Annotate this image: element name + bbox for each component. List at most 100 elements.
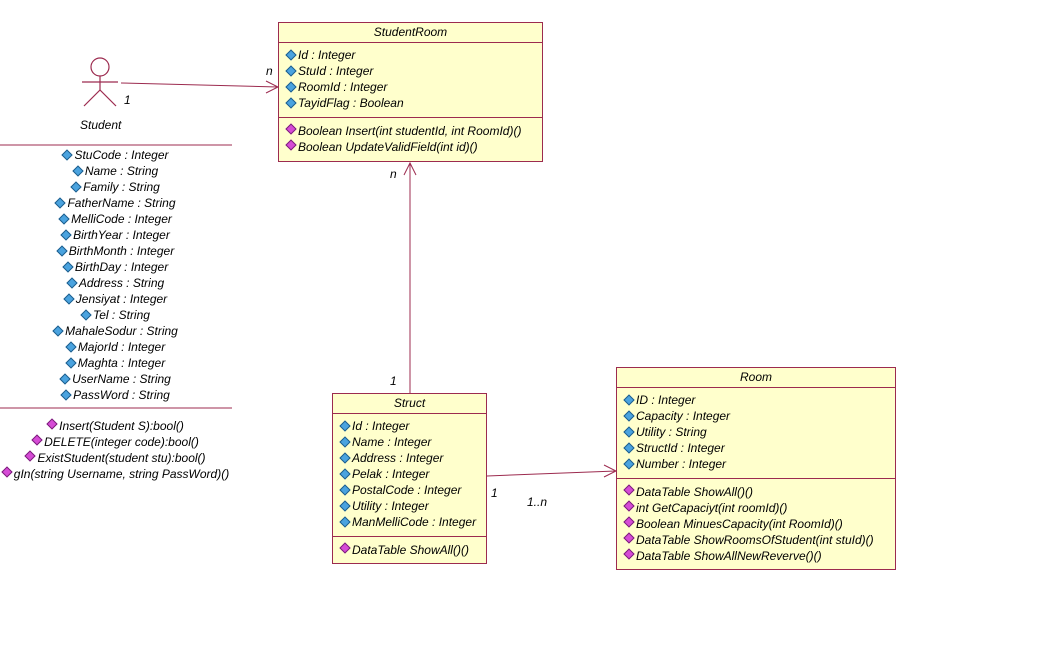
attribute-row-text: Address : String <box>78 276 165 290</box>
mult-student-end: 1 <box>124 93 131 107</box>
operation-row[interactable]: DELETE(integer code):bool() <box>0 434 232 450</box>
attribute-row-text: Utility : Integer <box>352 499 429 513</box>
operation-icon <box>623 500 635 512</box>
operation-row-text: DELETE(integer code):bool() <box>44 435 199 449</box>
operation-row[interactable]: gIn(string Username, string PassWord)() <box>0 466 232 482</box>
attribute-row[interactable]: Jensiyat : Integer <box>0 291 232 307</box>
attribute-row[interactable]: Address : String <box>0 275 232 291</box>
attribute-icon <box>59 373 71 385</box>
attribute-row[interactable]: Number : Integer <box>623 456 895 472</box>
class-title: Room <box>617 368 895 388</box>
attribute-row[interactable]: MelliCode : Integer <box>0 211 232 227</box>
operation-list: DataTable ShowAll()() <box>333 537 486 558</box>
operation-row-text: Boolean Insert(int studentId, int RoomId… <box>298 124 522 138</box>
operation-row[interactable]: DataTable ShowRoomsOfStudent(int stuId)(… <box>623 532 895 548</box>
attribute-row-text: Address : Integer <box>352 451 444 465</box>
attribute-row[interactable]: Name : Integer <box>339 434 486 450</box>
attribute-row[interactable]: RoomId : Integer <box>285 79 542 95</box>
arrowhead-studentroom-up <box>403 161 417 176</box>
attribute-row[interactable]: StructId : Integer <box>623 440 895 456</box>
attribute-icon <box>62 261 74 273</box>
attribute-row-text: BirthDay : Integer <box>74 260 169 274</box>
attribute-row[interactable]: MahaleSodur : String <box>0 323 232 339</box>
attribute-row[interactable]: Name : String <box>0 163 232 179</box>
attribute-row[interactable]: ID : Integer <box>623 392 895 408</box>
mult-studentroom-end-left: n <box>266 64 273 78</box>
attribute-row-text: Tel : String <box>93 308 150 322</box>
attribute-row[interactable]: BirthYear : Integer <box>0 227 232 243</box>
attribute-icon <box>339 436 351 448</box>
attribute-row-text: ManMelliCode : Integer <box>352 515 477 529</box>
attribute-icon <box>60 389 72 401</box>
operation-icon <box>623 548 635 560</box>
attribute-row-text: TayidFlag : Boolean <box>298 96 404 110</box>
operation-row-text: gIn(string Username, string PassWord)() <box>13 467 230 481</box>
attribute-row[interactable]: Pelak : Integer <box>339 466 486 482</box>
attribute-row-text: Id : Integer <box>352 419 410 433</box>
assoc-student-studentroom <box>120 82 279 88</box>
attribute-icon <box>623 410 635 422</box>
operation-row-text: DataTable ShowAll()() <box>352 543 469 557</box>
attribute-icon <box>63 293 75 305</box>
attribute-row[interactable]: TayidFlag : Boolean <box>285 95 542 111</box>
attribute-icon <box>54 197 67 209</box>
operation-row[interactable]: DataTable ShowAllNewReverve()() <box>623 548 895 564</box>
attribute-row-text: RoomId : Integer <box>298 80 388 94</box>
attribute-row[interactable]: Utility : Integer <box>339 498 486 514</box>
attribute-row[interactable]: BirthDay : Integer <box>0 259 232 275</box>
attribute-icon <box>61 149 74 161</box>
attribute-row-text: Utility : String <box>636 425 707 439</box>
attribute-row-text: PassWord : String <box>73 388 170 402</box>
attribute-row[interactable]: BirthMonth : Integer <box>0 243 232 259</box>
attribute-row-text: BirthMonth : Integer <box>68 244 175 258</box>
operation-row-text: Insert(Student S):bool() <box>59 419 184 433</box>
operation-row[interactable]: Boolean UpdateValidField(int id)() <box>285 139 542 155</box>
operation-row-text: ExistStudent(student stu):bool() <box>37 451 206 465</box>
operation-row[interactable]: int GetCapaciyt(int roomId)() <box>623 500 895 516</box>
operation-icon <box>623 484 635 496</box>
class-title: Struct <box>333 394 486 414</box>
attribute-row[interactable]: Tel : String <box>0 307 232 323</box>
attribute-row[interactable]: StuId : Integer <box>285 63 542 79</box>
operation-row[interactable]: Boolean Insert(int studentId, int RoomId… <box>285 123 542 139</box>
attribute-row[interactable]: Utility : String <box>623 424 895 440</box>
attribute-row[interactable]: Id : Integer <box>339 418 486 434</box>
operation-row[interactable]: DataTable ShowAll()() <box>339 542 486 558</box>
operation-row[interactable]: DataTable ShowAll()() <box>623 484 895 500</box>
attribute-row[interactable]: Address : Integer <box>339 450 486 466</box>
attribute-row-text: StuId : Integer <box>298 64 374 78</box>
attribute-row[interactable]: PostalCode : Integer <box>339 482 486 498</box>
attribute-row[interactable]: MajorId : Integer <box>0 339 232 355</box>
operation-row[interactable]: Boolean MinuesCapacity(int RoomId)() <box>623 516 895 532</box>
attribute-row-text: PostalCode : Integer <box>352 483 462 497</box>
student-name[interactable]: Student <box>80 118 122 132</box>
operation-icon <box>285 139 297 151</box>
assoc-struct-room <box>486 470 617 477</box>
attribute-row[interactable]: ManMelliCode : Integer <box>339 514 486 530</box>
attribute-row-text: StuCode : Integer <box>74 148 169 162</box>
attribute-icon <box>285 49 297 61</box>
attribute-row[interactable]: PassWord : String <box>0 387 232 403</box>
attribute-row[interactable]: Id : Integer <box>285 47 542 63</box>
operation-row-text: int GetCapaciyt(int roomId)() <box>636 501 788 515</box>
attribute-icon <box>339 500 351 512</box>
attribute-row[interactable]: Capacity : Integer <box>623 408 895 424</box>
attribute-row[interactable]: Maghta : Integer <box>0 355 232 371</box>
attribute-row-text: StructId : Integer <box>636 441 725 455</box>
attribute-row[interactable]: Family : String <box>0 179 232 195</box>
operation-icon <box>339 542 351 554</box>
operation-row[interactable]: Insert(Student S):bool() <box>0 418 232 434</box>
attribute-row[interactable]: StuCode : Integer <box>0 147 232 163</box>
attribute-row[interactable]: UserName : String <box>0 371 232 387</box>
operation-row[interactable]: ExistStudent(student stu):bool() <box>0 450 232 466</box>
attribute-row-text: BirthYear : Integer <box>73 228 170 242</box>
attribute-icon <box>80 309 92 321</box>
attribute-row-text: Pelak : Integer <box>352 467 430 481</box>
attribute-row[interactable]: FatherName : String <box>0 195 232 211</box>
student-actor-icon[interactable] <box>82 57 118 107</box>
